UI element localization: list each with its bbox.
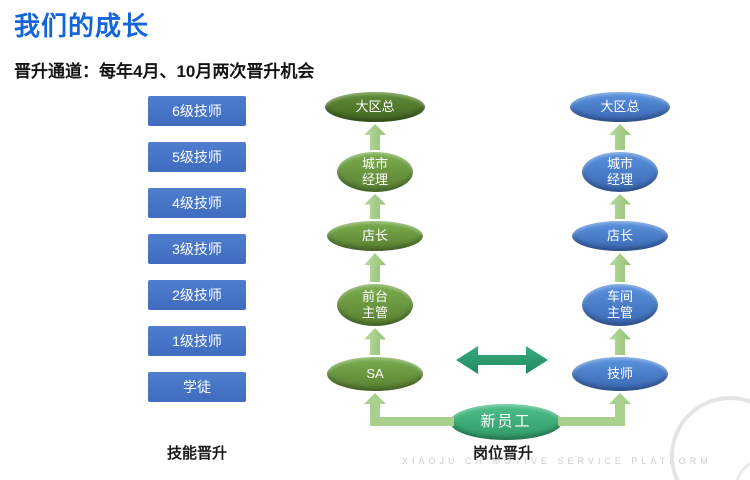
node-label: 车间 [606, 289, 633, 305]
skill-level-box: 2级技师 [148, 280, 246, 310]
frontdesk-node: 城市经理 [337, 152, 413, 192]
node-label: 新员工 [480, 413, 532, 430]
subtitle: 晋升通道：每年4月、10月两次晋升机会 [14, 62, 315, 81]
node-label: 技师 [606, 366, 633, 382]
node-label: 大区总 [600, 99, 640, 115]
up-arrow-icon [609, 194, 631, 219]
workshop-node: 技师 [572, 357, 668, 391]
frontdesk-node: 大区总 [325, 92, 425, 122]
position-track-label: 岗位晋升 [472, 445, 533, 462]
connector-segment [370, 417, 454, 426]
node-label: 城市 [606, 156, 633, 172]
up-arrow-icon [609, 253, 631, 282]
up-arrow-icon [364, 194, 386, 219]
node-label: 经理 [361, 172, 388, 187]
skill-level-box: 1级技师 [148, 326, 246, 356]
connector-arrowhead-icon [364, 393, 386, 404]
node-label: 大区总 [355, 99, 395, 115]
node-label: SA [366, 366, 384, 382]
skill-level-box: 5级技师 [148, 142, 246, 172]
node-label: 城市 [361, 156, 388, 172]
up-arrow-icon [364, 253, 386, 282]
node-label: 前台 [361, 289, 388, 305]
workshop-node: 车间主管 [582, 284, 658, 326]
workshop-node: 店长 [572, 221, 668, 251]
node-label: 主管 [361, 305, 388, 320]
swap-arrow-icon [456, 346, 548, 374]
logo-arc-decoration [670, 396, 750, 480]
new-employee-node: 新员工 [450, 404, 562, 440]
connector-segment [370, 404, 380, 426]
workshop-node: 城市经理 [582, 152, 658, 192]
connector-segment [615, 404, 625, 426]
frontdesk-node: 前台主管 [337, 284, 413, 326]
connector-segment [558, 417, 625, 426]
connector-arrowhead-icon [609, 393, 631, 404]
frontdesk-node: SA [327, 357, 423, 391]
skill-level-box: 3级技师 [148, 234, 246, 264]
node-label: 店长 [361, 228, 388, 244]
skill-level-box: 4级技师 [148, 188, 246, 218]
up-arrow-icon [609, 328, 631, 355]
node-label: 经理 [606, 172, 633, 187]
skill-track-label: 技能晋升 [166, 445, 227, 462]
skill-level-box: 学徒 [148, 372, 246, 402]
watermark-text: XIAOJU CH MOTIVE SERVICE PLATFORM [402, 456, 712, 466]
skill-level-box: 6级技师 [148, 96, 246, 126]
node-label: 店长 [606, 228, 633, 244]
logo-arc-inner-decoration [734, 456, 750, 480]
up-arrow-icon [364, 124, 386, 150]
node-label: 主管 [606, 305, 633, 320]
up-arrow-icon [364, 328, 386, 355]
frontdesk-node: 店长 [327, 221, 423, 251]
workshop-node: 大区总 [570, 92, 670, 122]
up-arrow-icon [609, 124, 631, 150]
page-title: 我们的成长 [14, 11, 150, 41]
